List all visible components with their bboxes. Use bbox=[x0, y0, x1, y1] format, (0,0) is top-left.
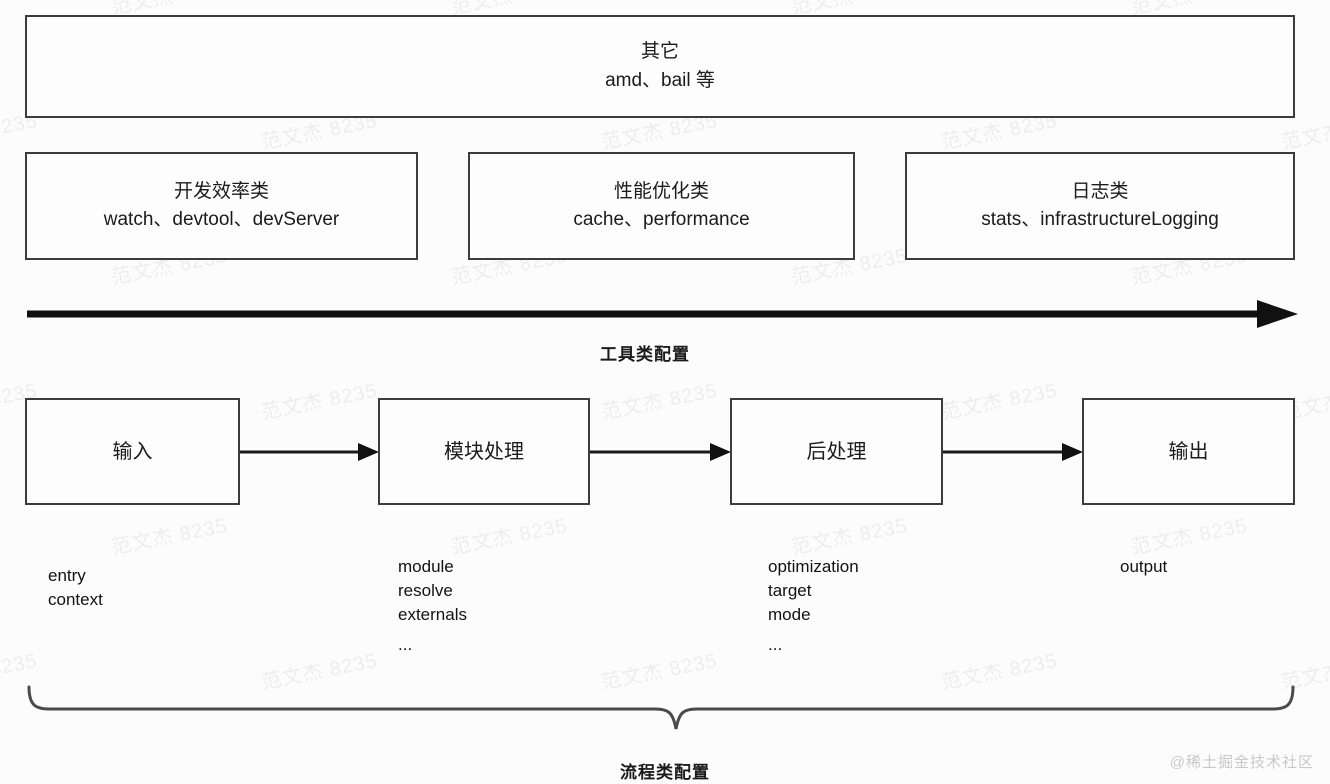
category-items: cache、performance bbox=[573, 209, 750, 230]
watermark-text: 范文杰 8235 bbox=[1129, 514, 1250, 560]
flow-config-brace-label: 流程类配置 bbox=[620, 763, 710, 782]
flow-stage-title: 输出 bbox=[1168, 440, 1209, 463]
site-credit-watermark: @稀土掘金技术社区 bbox=[1169, 754, 1314, 771]
option-item: mode bbox=[768, 605, 811, 625]
category-title: 日志类 bbox=[1071, 180, 1129, 202]
flow-options-post-processing: optimization target mode ... bbox=[768, 555, 859, 658]
category-title: 性能优化类 bbox=[613, 180, 709, 202]
flow-stage-box-module-processing: 模块处理 bbox=[378, 398, 590, 505]
flow-connector-arrow-3-icon bbox=[943, 443, 1083, 461]
option-ellipsis: ... bbox=[768, 635, 783, 655]
option-item: target bbox=[768, 581, 812, 601]
watermark-text: 范文杰 8235 bbox=[599, 379, 720, 425]
flow-stage-box-post-processing: 后处理 bbox=[730, 398, 943, 505]
flow-options-output: output bbox=[1120, 555, 1167, 579]
flow-config-brace-icon bbox=[27, 685, 1295, 730]
watermark-text: 范文杰 8235 bbox=[939, 379, 1060, 425]
option-item: output bbox=[1120, 557, 1168, 576]
watermark-text: 范文杰 8235 bbox=[109, 514, 230, 560]
flow-connector-arrow-2-icon bbox=[590, 443, 731, 461]
flow-stage-title: 模块处理 bbox=[444, 440, 524, 463]
flow-stage-title: 输入 bbox=[112, 440, 153, 463]
flow-options-module-processing: module resolve externals ... bbox=[398, 555, 467, 658]
other-config-box: 其它 amd、bail 等 bbox=[25, 15, 1295, 118]
flow-options-input: entry context bbox=[48, 564, 103, 612]
option-ellipsis: ... bbox=[398, 635, 413, 655]
other-config-items: amd、bail 等 bbox=[605, 69, 715, 91]
option-item: resolve bbox=[398, 581, 453, 601]
flow-stage-title: 后处理 bbox=[806, 440, 867, 463]
category-box-performance: 性能优化类 cache、performance bbox=[468, 152, 855, 260]
category-items: watch、devtool、devServer bbox=[103, 209, 340, 230]
tool-config-arrow-icon bbox=[27, 300, 1298, 328]
flow-stage-box-input: 输入 bbox=[25, 398, 240, 505]
category-title: 开发效率类 bbox=[173, 180, 269, 202]
option-item: module bbox=[398, 557, 454, 576]
other-config-title: 其它 bbox=[640, 41, 679, 62]
option-item: entry bbox=[48, 566, 86, 585]
watermark-text: 范文杰 8235 bbox=[259, 379, 380, 425]
watermark-text: 范文杰 8235 bbox=[789, 514, 910, 560]
category-box-logging: 日志类 stats、infrastructureLogging bbox=[905, 152, 1295, 260]
option-item: context bbox=[48, 590, 103, 610]
flow-connector-arrow-1-icon bbox=[240, 443, 379, 461]
option-item: optimization bbox=[768, 557, 859, 576]
option-item: externals bbox=[398, 605, 467, 625]
watermark-text: 范文杰 8235 bbox=[449, 514, 570, 560]
category-items: stats、infrastructureLogging bbox=[981, 209, 1219, 230]
tool-config-axis-label: 工具类配置 bbox=[600, 345, 690, 364]
flow-stage-box-output: 输出 bbox=[1082, 398, 1295, 505]
category-box-dev-efficiency: 开发效率类 watch、devtool、devServer bbox=[25, 152, 418, 260]
